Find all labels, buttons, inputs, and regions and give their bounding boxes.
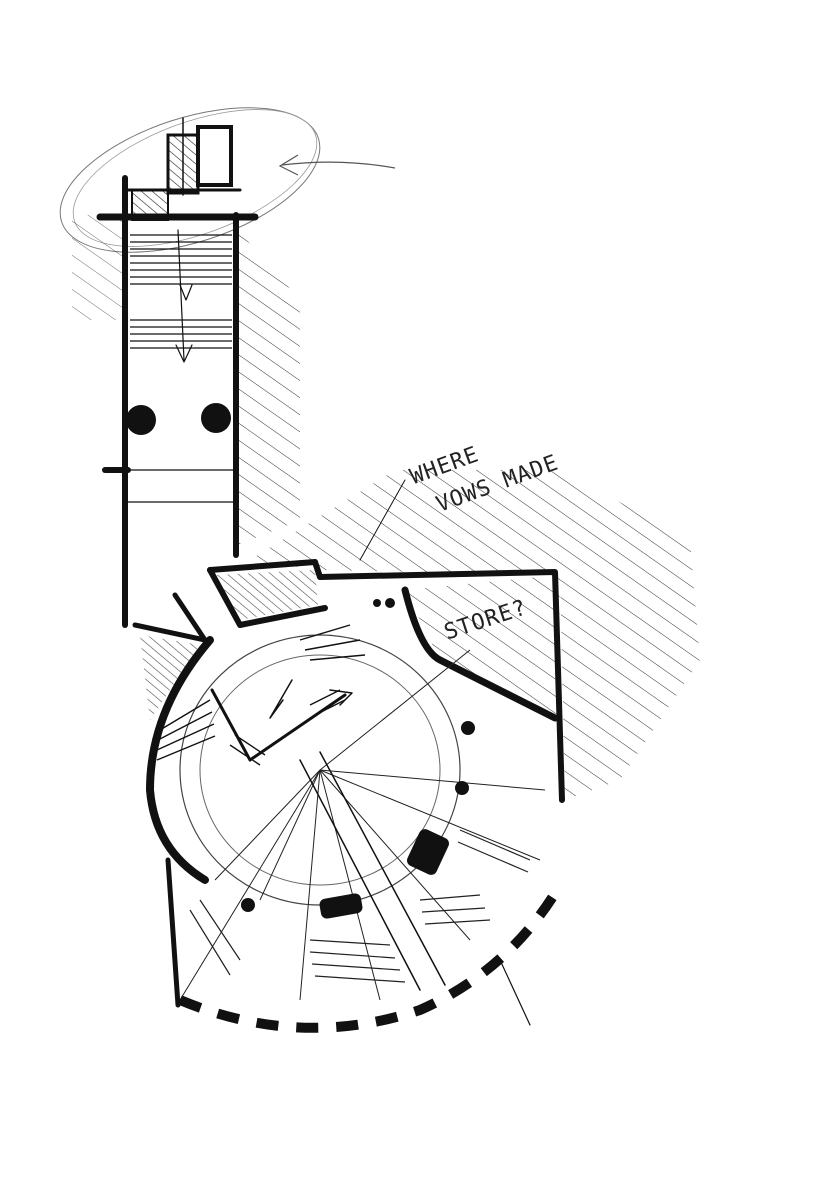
column-left [126, 405, 156, 435]
lower-seating [165, 598, 565, 1033]
entrance-corridor [96, 175, 259, 628]
top-stair-block [131, 117, 233, 221]
column-right [201, 403, 231, 433]
circular-chamber [132, 592, 546, 1001]
pencil-arrow-icon [278, 154, 396, 176]
store-room [207, 559, 565, 803]
context-hatching [72, 215, 700, 800]
